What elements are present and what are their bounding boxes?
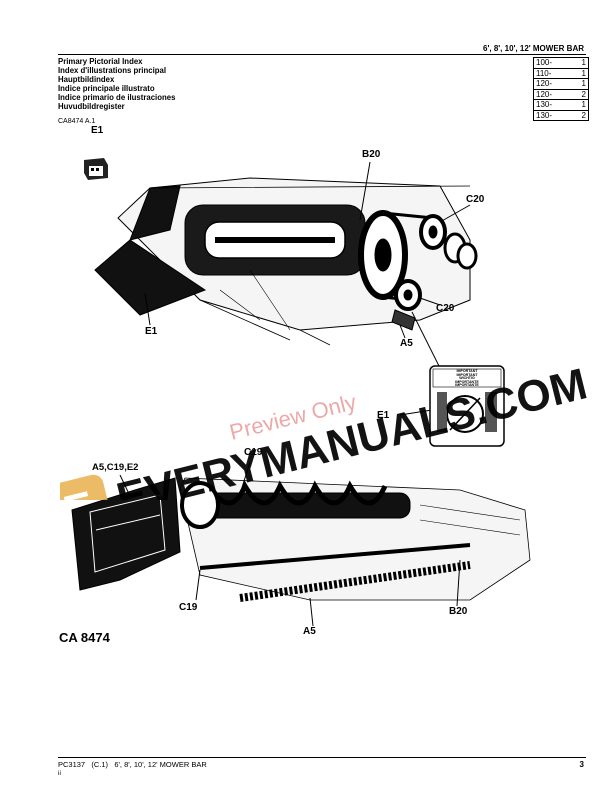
index-titles: Primary Pictorial Index Index d'illustra… — [58, 57, 175, 111]
callout-c19-bottom: C19 — [179, 602, 198, 613]
index-title: Huvudbildregister — [58, 102, 125, 111]
footer-rule — [58, 757, 586, 758]
header-title: 6', 8', 10', 12' MOWER BAR — [483, 44, 584, 53]
callout-a5-c19-e2: A5,C19,E2 — [92, 462, 139, 473]
index-title: Index d'illustrations principal — [58, 66, 166, 75]
callout-b20-top: B20 — [362, 149, 381, 160]
index-title: Primary Pictorial Index — [58, 57, 143, 66]
footer-sub: ii — [58, 770, 61, 777]
index-title: Hauptbildindex — [58, 75, 115, 84]
callout-c19-top: C19 — [244, 447, 263, 458]
page-number: 3 — [579, 760, 584, 769]
index-title: Indice primario de ilustraciones — [58, 93, 176, 102]
footer-left: PC3137 (C.1) 6', 8', 10', 12' MOWER BAR — [58, 760, 207, 769]
page-index-row[interactable]: 100-1 — [534, 58, 588, 69]
watermark: E EVERYMANUALS.COM Preview Only — [44, 300, 600, 544]
callout-e1-top: E1 — [91, 125, 104, 136]
callout-c20-top: C20 — [466, 194, 485, 205]
index-title: Indice principale illustrato — [58, 84, 155, 93]
leader-lines-lower — [119, 461, 461, 627]
watermark-main-text: EVERYMANUALS.COM — [112, 359, 592, 500]
figure-ref: CA8474 A.1 — [58, 118, 96, 125]
upper-assembly — [94, 177, 478, 346]
callout-e1-left: E1 — [145, 326, 158, 337]
callout-e1-decal: E1 — [377, 410, 390, 421]
page-index-row[interactable]: 120-1 — [534, 79, 588, 90]
page-index-row[interactable]: 110-1 — [534, 68, 588, 79]
page-index-row[interactable]: 120-2 — [534, 89, 588, 100]
page-index-table: 100-1 110-1 120-1 120-2 130-1 130-2 — [533, 57, 589, 121]
box-icon — [84, 158, 108, 180]
callout-a5-bottom: A5 — [303, 626, 316, 637]
callout-a5-top: A5 — [400, 338, 413, 349]
figure-number: CA 8474 — [59, 630, 110, 645]
everymanuals-watermark-icon: E EVERYMANUALS.COM Preview Only — [44, 359, 592, 544]
page-index-row[interactable]: 130-2 — [536, 110, 586, 120]
decal-text: IMPORTANT IMPORTANT WICHTIG IMPORTANTE I… — [455, 369, 479, 388]
callout-c20-mid: C20 — [436, 303, 455, 314]
header-rule — [58, 54, 586, 55]
page-index-row[interactable]: 130-1 — [534, 100, 588, 111]
lower-assembly — [71, 477, 531, 602]
leader-lines-upper — [144, 161, 471, 416]
safety-decal — [429, 365, 505, 447]
callout-b20-bottom: B20 — [449, 606, 468, 617]
